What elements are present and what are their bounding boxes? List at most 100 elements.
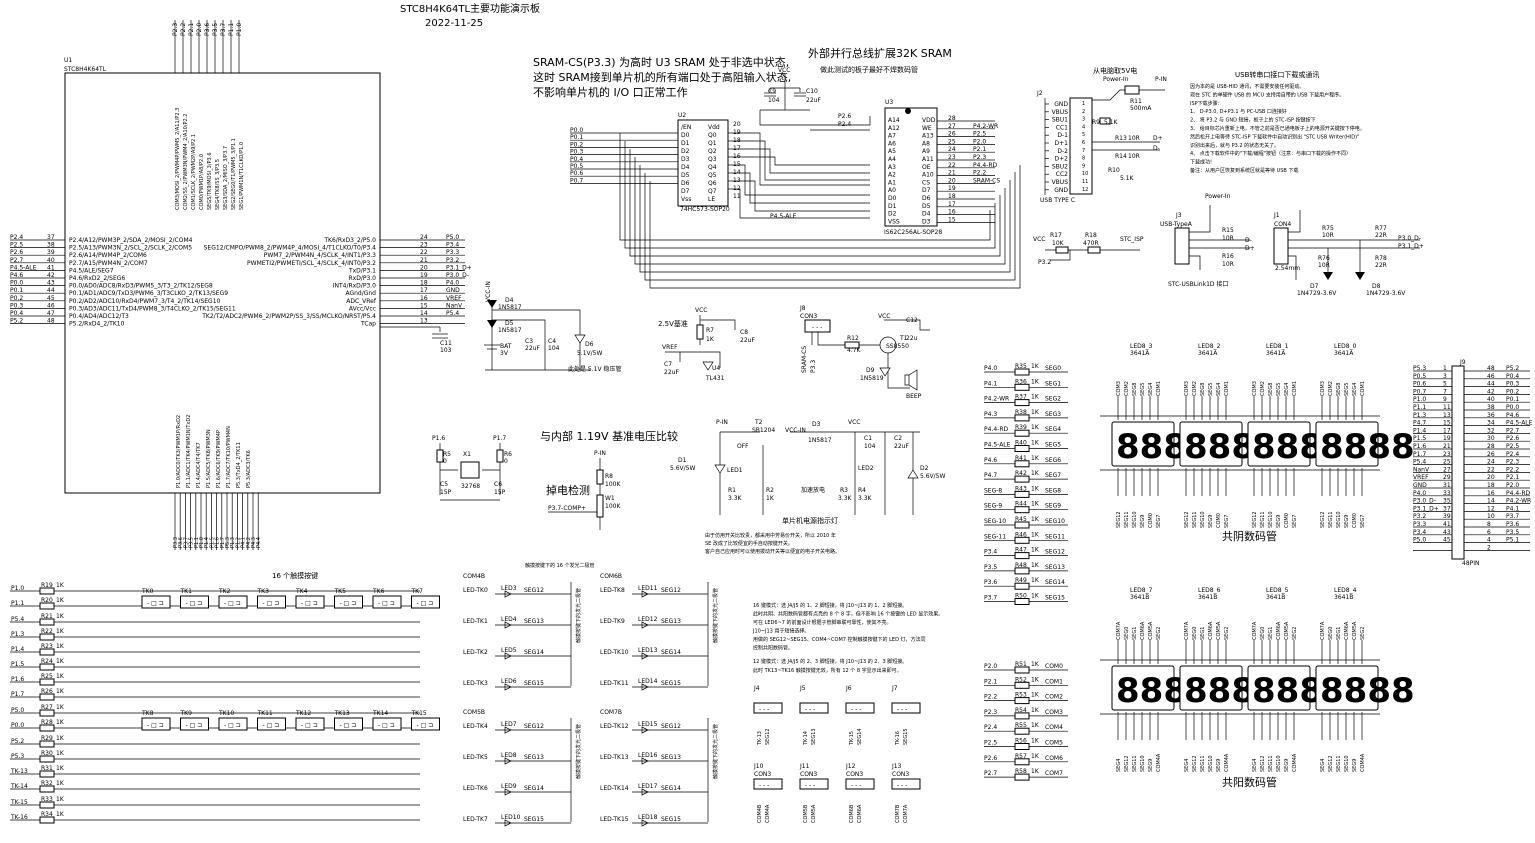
d1-value: 5.6V/5W (670, 465, 695, 472)
digit-bottom-pin: SEG12 (1252, 511, 1258, 528)
mode-notes: 16 键模式：选 J4/J5 的 1、2 脚短接，将 J10~J13 的 1、2… (752, 602, 943, 674)
u2-out-num: 15 (733, 161, 741, 168)
bus-net: P0.0 (570, 127, 583, 134)
touch-res-val: 1K (56, 643, 65, 650)
digit-top-pin: COM1 (1360, 381, 1366, 396)
mcu-left-fn: P0.4/AD4/ADC12/T3 (69, 313, 129, 320)
digit-bottom-pin: SEG9 (1216, 759, 1222, 772)
com-res-val: 1K (1031, 753, 1040, 760)
j9-left-net: P1.3 (1413, 412, 1426, 419)
digit-top-pin: COM5A (1216, 621, 1222, 640)
power-in-label: Power-In (1103, 76, 1129, 83)
mcu-left-fn: P0.3/AD3/ADC11/TxD4/PWM8_3/T4CLKO_2/TK15… (69, 305, 236, 312)
touch-net: TK-13 (10, 768, 28, 775)
com-res-val: 1K (1031, 707, 1040, 714)
j9-right-num: 12 (1487, 505, 1495, 512)
u3-right-net: P2.1 (973, 146, 986, 153)
j9-right-num: 18 (1487, 482, 1495, 489)
com-res-com: COM2 (1045, 694, 1063, 701)
touch-pad-glyph: - □ ⊐ (147, 600, 164, 607)
j9-right-num: 40 (1487, 396, 1495, 403)
led-net: LED-TK2 (463, 649, 488, 656)
j9-left-num: 5 (1443, 381, 1447, 388)
c12-label: C12 (906, 317, 918, 324)
r78-value: 22R (1375, 262, 1387, 269)
net-p45ale: P4.5-ALE (770, 213, 797, 220)
r8-label: R8 (605, 473, 613, 480)
digit-bottom-pin: SEG4 (1116, 759, 1122, 772)
com-res-com: COM3 (1045, 709, 1063, 716)
bat-vcc: VCC-IN (485, 281, 492, 302)
mcu-bottom-net: P1.1 (194, 537, 200, 548)
jumper-pins: - - - (897, 706, 907, 713)
led-ref: LED6 (501, 678, 517, 685)
r6-value: 0 (504, 458, 508, 465)
j9-left-net: VREF (1413, 474, 1429, 481)
mcu-bottom-net: P4.3 (251, 537, 257, 548)
seg-res-val: 1K (1031, 409, 1040, 416)
mcu-bottom-fn: P1.6/ADC6/TK9/PWM4P (216, 430, 222, 488)
u2-out-pin: Q3 (708, 156, 717, 163)
j9-right-net: P4.2-WR (1506, 498, 1531, 505)
d6-label: D6 (585, 341, 594, 348)
digit-bottom-pin: SEG4 (1184, 759, 1190, 772)
seg-res-ref: R46 (1015, 531, 1027, 538)
touch-res-val: 1K (56, 704, 65, 711)
mcu-right-fn: TCap (360, 321, 376, 328)
j2-pin: CC2 (1056, 171, 1068, 178)
mcu-right-net: GND (446, 287, 460, 294)
u2-out-pin: Q6 (708, 180, 717, 187)
j9-right-num: 44 (1487, 381, 1495, 388)
c7-label: C7 (664, 361, 672, 368)
mcu-left-num: 39 (47, 249, 55, 256)
seg-res-seg: SEG15 (1045, 595, 1065, 602)
mcu-ref: U1 (64, 57, 72, 64)
u2-out-num: 19 (733, 129, 741, 136)
com-res-ref: R56 (1015, 738, 1027, 745)
note-16key: 控制共阳数码管。 (753, 645, 793, 652)
j9-left-net: P3.4 (1413, 529, 1426, 536)
digit-bottom-pin: SEG9 (1276, 515, 1282, 528)
d4-value: 1N5817 (498, 304, 522, 311)
digit-top-pin: SEG4 (1148, 383, 1154, 396)
u3-ref: U3 (885, 99, 893, 106)
seg-res-net: P4.6 (984, 457, 997, 464)
mcu-right-net: P3.2 (446, 257, 459, 264)
touch-title: 16 个触摸按键 (272, 571, 318, 580)
r78-label: R78 (1375, 255, 1387, 262)
mcu-right-num: 14 (420, 310, 428, 317)
mcu-left-net: P4.5-ALE (10, 264, 37, 271)
digit-top-pin: COM1 (1156, 381, 1162, 396)
j9-left-net: GND (1413, 482, 1427, 489)
sram-note-line2: 这时 SRAM接到单片机的所有端口处于高阻输入状态, (533, 70, 791, 84)
digit-top-pin: SEG5 (1140, 383, 1146, 396)
j1-p30: P3.0_D- (1398, 235, 1421, 242)
seg-res-net: P3.5 (984, 564, 997, 571)
led-net: LED-TK8 (600, 587, 625, 594)
digit-part: 3641A (1198, 350, 1218, 357)
jumper-net-1: TK-13 (757, 731, 763, 746)
u4-label: U4 (712, 365, 720, 372)
net-p26: P2.6 (838, 113, 851, 120)
mcu-left-net: P2.7 (10, 257, 23, 264)
mcu-bottom-fn: P1.0/ADC0/TK3/PWM1P/RxD2 (176, 415, 182, 488)
sram-note-line1: SRAM-CS(P3.3) 为高时 U3 SRAM 处于非选中状态, (533, 55, 789, 69)
led-net: LED-TK12 (600, 723, 629, 730)
c3-value: 22uF (525, 345, 540, 352)
mcu-bottom-net: P4.1 (241, 537, 247, 548)
u2-out-num: 18 (733, 137, 741, 144)
j9-right-net: P2.4 (1506, 451, 1519, 458)
jumper-net-2: SEG13 (811, 728, 817, 745)
r5-value: 0 (443, 458, 447, 465)
c9-value: 104 (768, 97, 780, 104)
j9-right-num: 8 (1487, 521, 1491, 528)
j9-left-num: 15 (1443, 420, 1451, 427)
c1-label: C1 (864, 435, 872, 442)
usb-note-line: ISP下载步骤： (1190, 100, 1223, 107)
bus-net: P0.5 (570, 163, 583, 170)
j9-left-net: P3.0_D- (1413, 498, 1436, 505)
u3-right-pin: D4 (922, 211, 931, 218)
mcu-left-num: 47 (47, 310, 55, 317)
touch-net: P5.2 (11, 738, 24, 745)
